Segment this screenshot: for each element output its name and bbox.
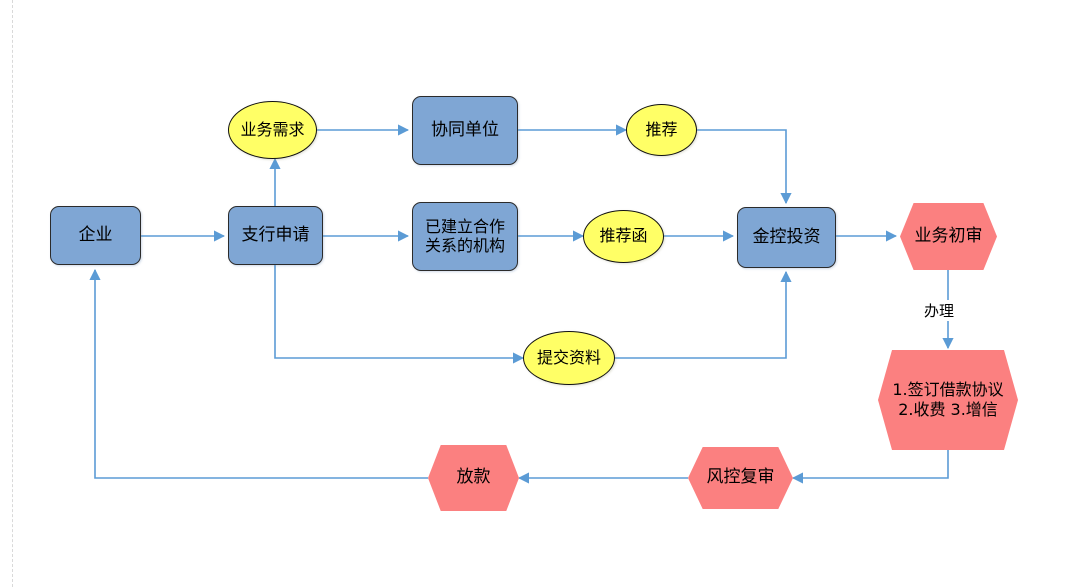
node-xietong-danwei-label: 协同单位 (431, 120, 499, 141)
node-tuijian-han[interactable]: 推荐函 (583, 210, 664, 263)
node-fengkong-fushen-shape (688, 447, 793, 509)
node-tijiao-ziliao-label: 提交资料 (536, 347, 601, 367)
node-xietong-danwei[interactable]: 协同单位 (412, 96, 518, 165)
node-jinkong-touzi[interactable]: 金控投资 (737, 207, 836, 268)
page-guide-line (12, 0, 13, 587)
node-yewu-chushen-shape (900, 203, 997, 270)
edge-tuijian-to-jinkong (697, 129, 792, 205)
edge-fangkuan-to-qiye (89, 268, 428, 479)
node-qianding-xieyi[interactable]: 1.签订借款协议 2.收费 3.增信 (878, 350, 1018, 450)
node-fangkuan-shape (428, 445, 519, 511)
node-jinkong-touzi-label: 金控投资 (752, 227, 821, 248)
node-qiye-label: 企业 (78, 225, 113, 246)
edge-label-banli: 办理 (922, 300, 957, 321)
node-yewu-xuqiu[interactable]: 业务需求 (228, 101, 317, 159)
edge-tijiao-to-jinkong (615, 270, 792, 359)
node-qianding-xieyi-shape (878, 350, 1018, 450)
node-qiye[interactable]: 企业 (50, 206, 141, 265)
node-yewu-xuqiu-label: 业务需求 (240, 119, 305, 139)
node-hezuo-jigou-label: 已建立合作 关系的机构 (424, 216, 505, 255)
node-fangkuan[interactable]: 放款 (428, 445, 519, 511)
node-tuijian-label: 推荐 (645, 119, 678, 139)
node-tuijian-han-label: 推荐函 (599, 226, 648, 246)
node-hezuo-jigou[interactable]: 已建立合作 关系的机构 (412, 202, 518, 271)
node-zhihang-shenqing[interactable]: 支行申请 (228, 206, 323, 265)
edge-qianding-to-fengkong (791, 450, 949, 484)
edge-zhihang-to-tijiao (274, 265, 525, 364)
node-zhihang-shenqing-label: 支行申请 (241, 225, 310, 246)
node-tijiao-ziliao[interactable]: 提交资料 (523, 331, 615, 385)
node-tuijian[interactable]: 推荐 (626, 104, 697, 156)
node-fengkong-fushen[interactable]: 风控复审 (688, 447, 793, 509)
node-yewu-chushen[interactable]: 业务初审 (900, 203, 997, 270)
